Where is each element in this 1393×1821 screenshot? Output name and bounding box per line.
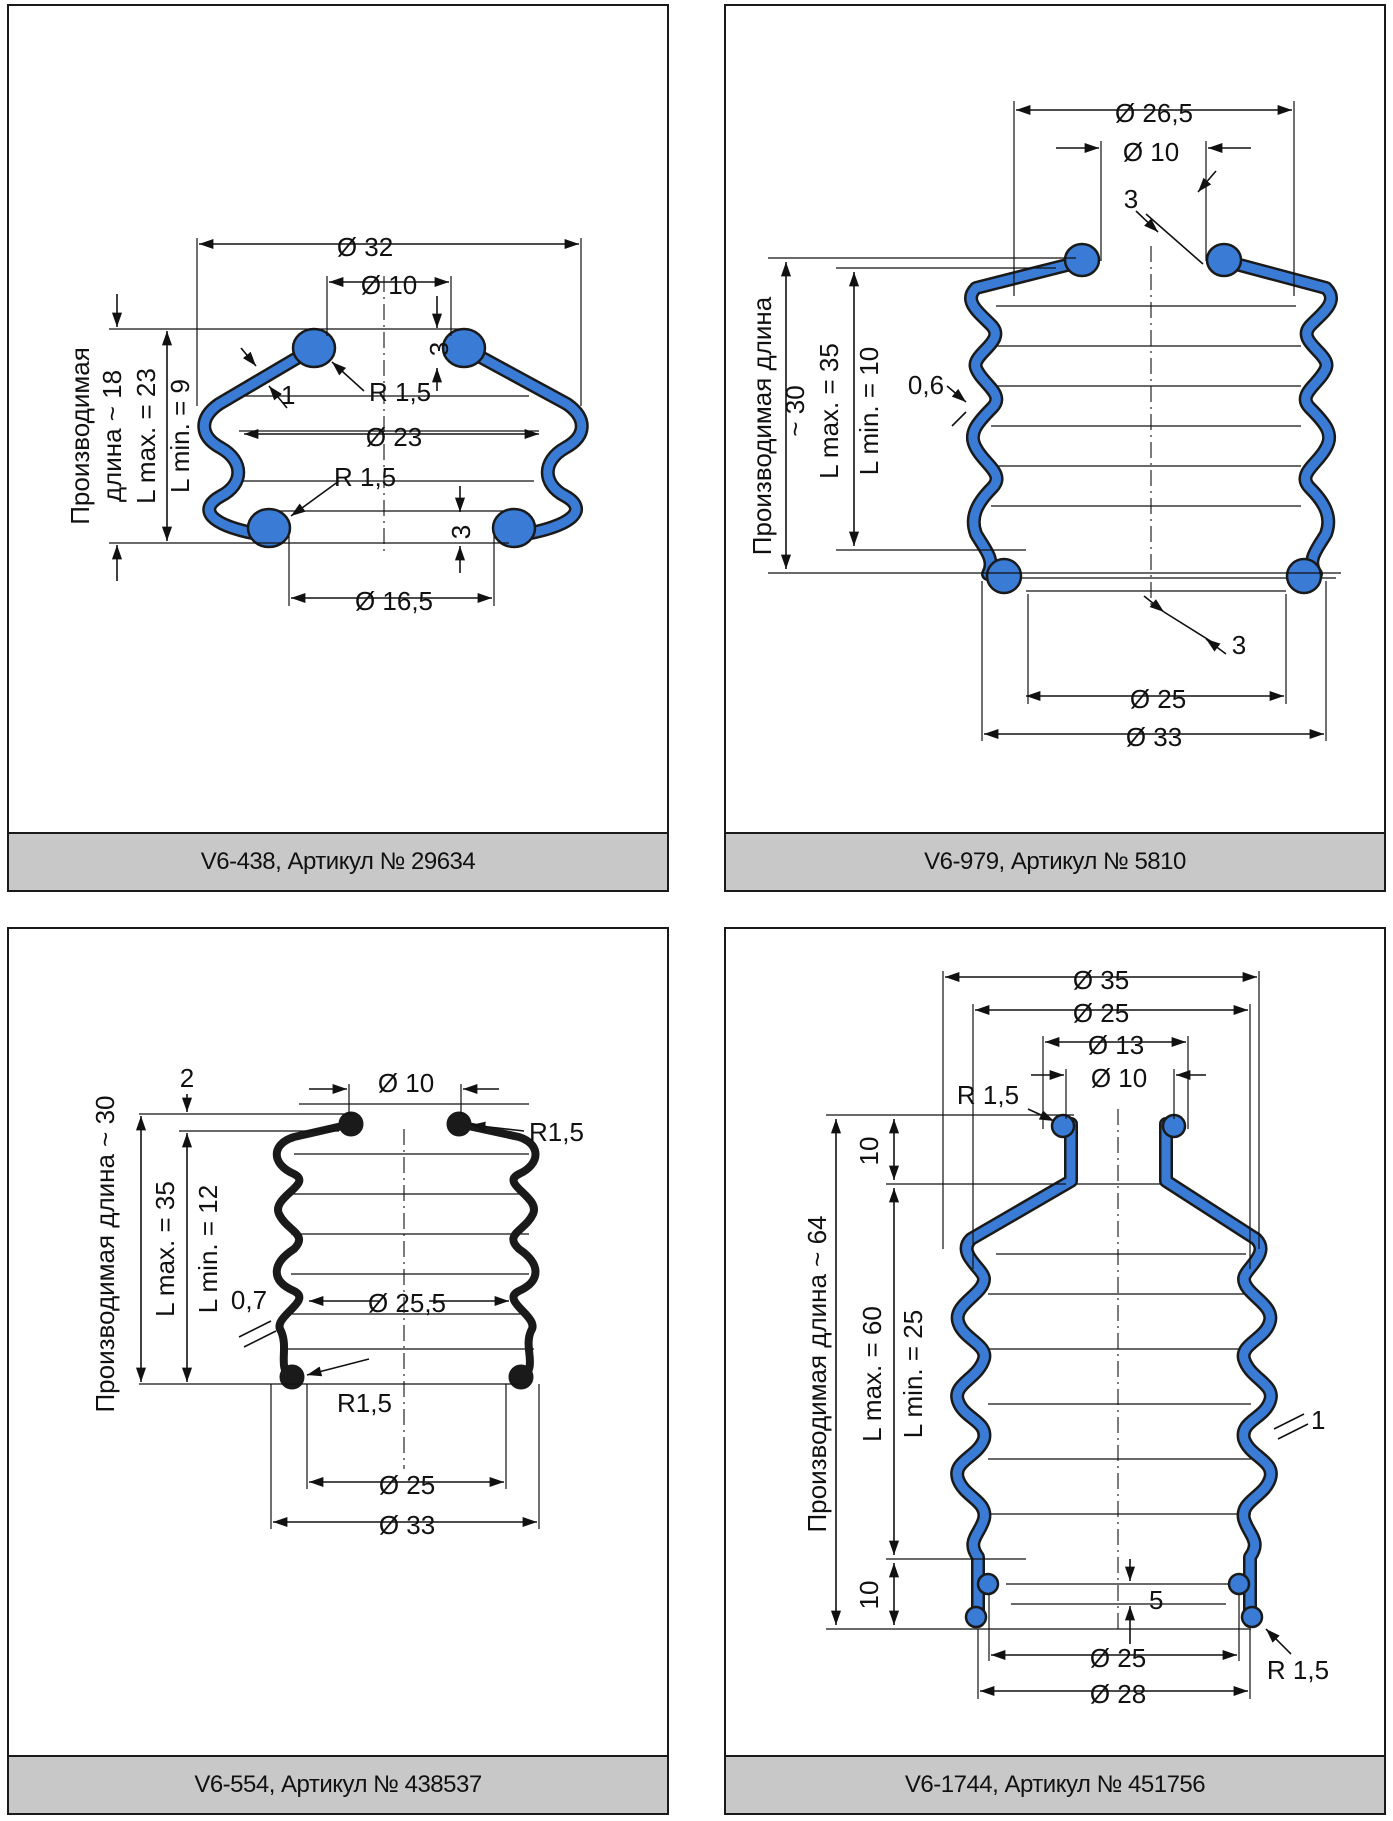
label-d-bottom: Ø 25	[379, 1470, 435, 1500]
label-d-bottom: Ø 25	[1090, 1643, 1146, 1673]
label-r-bottom: R 1,5	[334, 462, 396, 492]
label-d4: Ø 10	[1091, 1063, 1147, 1093]
label-r-top: R1,5	[529, 1117, 584, 1147]
label-wall: 0,6	[908, 370, 944, 400]
label-d-bottom: Ø 25	[1130, 684, 1186, 714]
label-len-line2: ~ 30	[780, 385, 810, 436]
drawing-v6-979: Ø 26,5 Ø 10 3 0,6 Производимая длина ~ 3…	[747, 98, 1341, 752]
label-top-len: 10	[854, 1137, 884, 1166]
label-d1: Ø 35	[1073, 965, 1129, 995]
label-wall: 1	[281, 380, 295, 410]
label-d-outer: Ø 33	[379, 1510, 435, 1540]
label-lmax: L max. = 60	[857, 1306, 887, 1442]
label-r-top: R 1,5	[369, 377, 431, 407]
label-lmin: L min. = 10	[854, 347, 884, 475]
label-wall: 1	[1311, 1405, 1325, 1435]
label-d-mid: Ø 25,5	[368, 1288, 446, 1318]
label-d-top: Ø 10	[1123, 137, 1179, 167]
caption-v6-554: V6-554, Артикул № 438537	[9, 1755, 667, 1813]
label-t-top: 3	[424, 342, 454, 356]
panel-v6-979: Ø 26,5 Ø 10 3 0,6 Производимая длина ~ 3…	[724, 4, 1386, 892]
label-d-outer: Ø 33	[1126, 722, 1182, 752]
caption-v6-438: V6-438, Артикул № 29634	[9, 832, 667, 890]
label-t-top: 3	[1124, 184, 1138, 214]
label-d-top-outer: Ø 26,5	[1115, 98, 1193, 128]
label-lmax: L max. = 35	[150, 1181, 180, 1317]
label-top-t: 2	[180, 1063, 194, 1093]
label-t-bottom: 3	[446, 525, 476, 539]
label-lmax: L max. = 35	[814, 343, 844, 479]
label-len: Производимая длина ~ 64	[802, 1215, 832, 1532]
label-d-mid: Ø 23	[366, 422, 422, 452]
label-len-line2: длина ~ 18	[97, 370, 127, 502]
label-d2: Ø 25	[1073, 998, 1129, 1028]
label-r-bottom: R1,5	[337, 1388, 392, 1418]
label-d-top: Ø 10	[378, 1068, 434, 1098]
label-len: Производимая длина ~ 30	[90, 1095, 120, 1412]
caption-v6-979: V6-979, Артикул № 5810	[726, 832, 1384, 890]
label-d-bottom: Ø 16,5	[355, 586, 433, 616]
label-d-top: Ø 10	[361, 270, 417, 300]
label-bot-len: 10	[854, 1581, 884, 1610]
caption-v6-1744: V6-1744, Артикул № 451756	[726, 1755, 1384, 1813]
drawing-v6-1744: Ø 35 Ø 25 Ø 13 Ø 10 R 1,5 10 Производима…	[802, 965, 1329, 1709]
label-d-outer: Ø 32	[337, 232, 393, 262]
label-len-line1: Производимая длина	[747, 296, 777, 555]
drawing-v6-554: 2 Ø 10 R1,5 Производимая длина ~ 30 L ma…	[90, 1063, 584, 1540]
label-wall: 0,7	[231, 1285, 267, 1315]
label-d-outer: Ø 28	[1090, 1679, 1146, 1709]
panel-v6-554: 2 Ø 10 R1,5 Производимая длина ~ 30 L ma…	[7, 927, 669, 1815]
label-lmax: L max. = 23	[131, 368, 161, 504]
label-t-bottom: 5	[1149, 1585, 1163, 1615]
label-r-bottom: R 1,5	[1267, 1655, 1329, 1685]
label-lmin: L min. = 9	[165, 379, 195, 493]
panel-v6-438: Ø 32 Ø 10 Ø 23 Ø 16,5 R 1,5 R 1,5 3 3 1 …	[7, 4, 669, 892]
label-lmin: L min. = 25	[898, 1310, 928, 1438]
label-d3: Ø 13	[1088, 1030, 1144, 1060]
drawing-v6-438: Ø 32 Ø 10 Ø 23 Ø 16,5 R 1,5 R 1,5 3 3 1 …	[65, 232, 589, 616]
panel-v6-1744: Ø 35 Ø 25 Ø 13 Ø 10 R 1,5 10 Производима…	[724, 927, 1386, 1815]
label-lmin: L min. = 12	[193, 1185, 223, 1313]
label-t-bottom: 3	[1232, 630, 1246, 660]
label-r-top: R 1,5	[957, 1080, 1019, 1110]
label-len-line1: Производимая	[65, 347, 95, 525]
